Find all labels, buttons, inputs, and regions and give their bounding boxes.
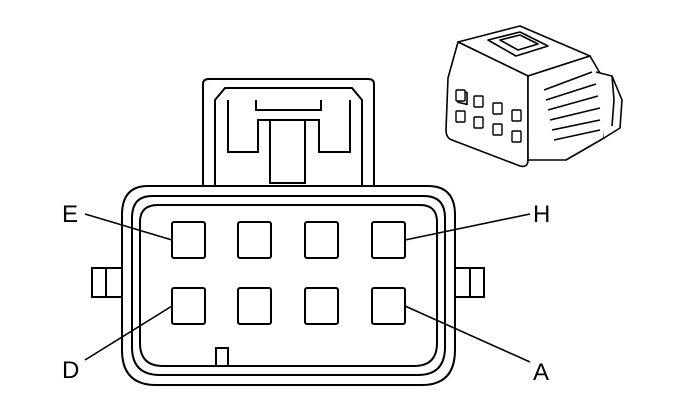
leader-D bbox=[84, 305, 173, 361]
cavity-A bbox=[371, 287, 406, 325]
housing-inner bbox=[139, 204, 438, 367]
leader-H bbox=[404, 213, 531, 241]
leader-E bbox=[84, 213, 173, 241]
isometric-cavities bbox=[455, 89, 522, 143]
cavity-D bbox=[171, 287, 206, 325]
cavity-H bbox=[371, 221, 406, 259]
pin-label-A: A bbox=[533, 359, 549, 386]
cavity-E bbox=[171, 221, 206, 259]
terminal-cavities bbox=[171, 221, 406, 325]
leader-lines bbox=[84, 213, 531, 363]
cavity-G bbox=[304, 221, 339, 259]
lock-tab-inner bbox=[214, 87, 363, 186]
cavity-C bbox=[237, 287, 272, 325]
pin-label-E: E bbox=[62, 201, 78, 228]
key-notch bbox=[215, 347, 229, 366]
connector-face bbox=[91, 78, 485, 386]
housing-outer bbox=[121, 185, 456, 386]
lock-tab bbox=[202, 78, 375, 186]
pin-label-D: D bbox=[62, 357, 79, 384]
leader-A bbox=[404, 305, 531, 363]
housing-rim bbox=[131, 195, 446, 376]
cavity-B bbox=[304, 287, 339, 325]
connector-isometric-view bbox=[445, 25, 623, 168]
pin-label-H: H bbox=[533, 201, 550, 228]
cavity-F bbox=[237, 221, 272, 259]
